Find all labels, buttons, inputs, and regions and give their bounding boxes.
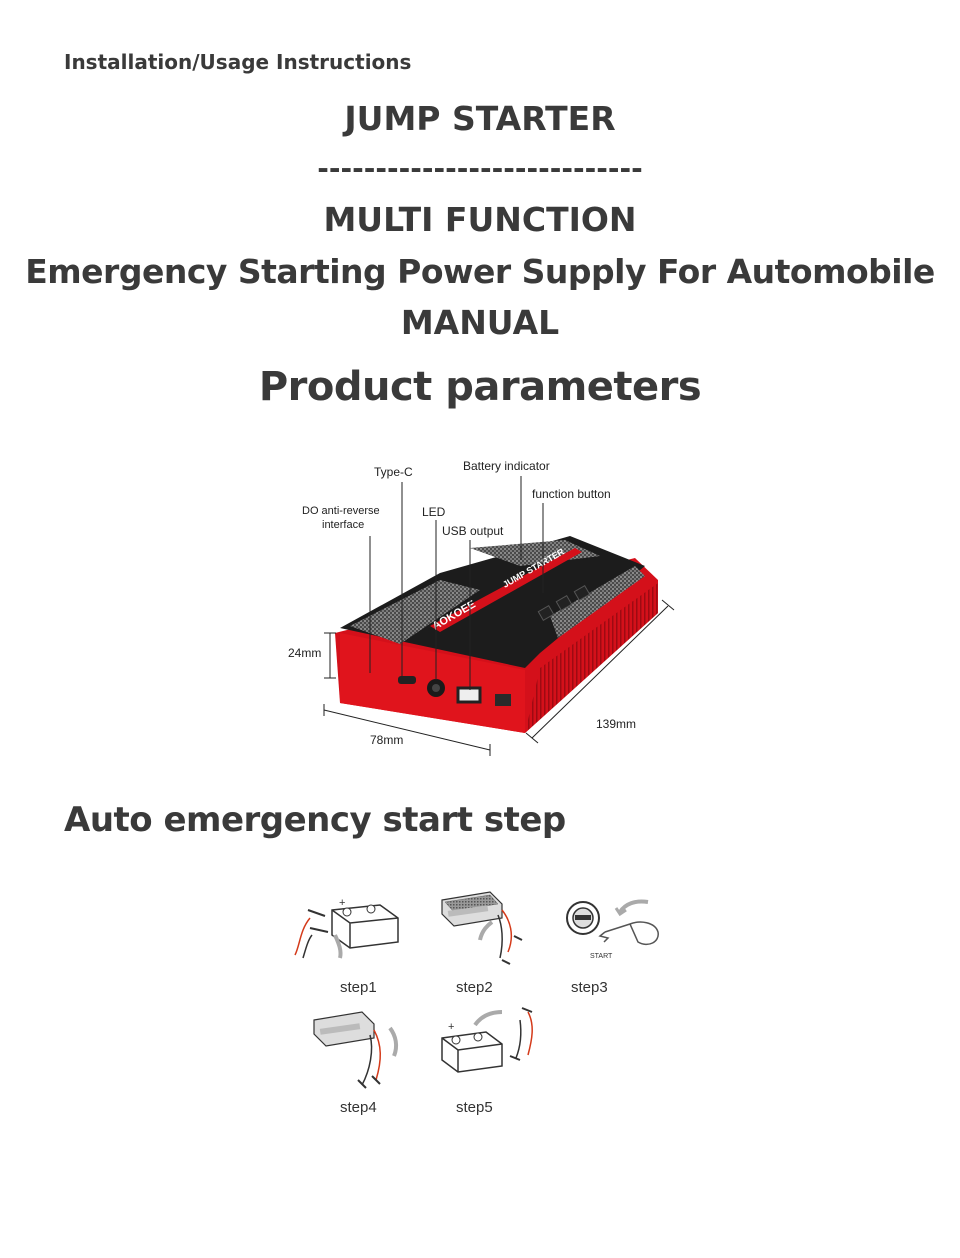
leader-lines xyxy=(323,476,675,756)
step4-label: step4 xyxy=(340,1099,377,1116)
step3-label: step3 xyxy=(571,979,608,996)
label-battery-indicator: Battery indicator xyxy=(463,459,550,473)
title-manual: MANUAL xyxy=(400,303,560,342)
product-diagram: AOKOEE JUMP STARTER Type-C Battery indic… xyxy=(288,459,675,756)
step5-illustration: + xyxy=(441,1007,533,1073)
step1-illustration: + xyxy=(294,897,399,959)
step5-label: step5 xyxy=(456,1099,493,1116)
svg-text:+: + xyxy=(448,1021,454,1033)
title-jump-starter: JUMP STARTER xyxy=(344,99,616,138)
step3-start-label: START xyxy=(590,953,613,960)
start-steps-heading: Auto emergency start step xyxy=(64,800,566,840)
title-divider: ---------------------------- xyxy=(317,152,643,185)
step4-illustration xyxy=(313,1011,399,1089)
step2-label: step2 xyxy=(456,979,493,996)
label-do-line2: interface xyxy=(322,519,364,531)
label-do-line1: DO anti-reverse xyxy=(302,505,380,517)
title-emergency: Emergency Starting Power Supply For Auto… xyxy=(25,252,935,291)
label-usb-output: USB output xyxy=(442,524,504,538)
step3-illustration: START xyxy=(566,899,659,960)
jump-starter-device: AOKOEE JUMP STARTER xyxy=(335,536,658,733)
header-label: Installation/Usage Instructions xyxy=(64,50,412,74)
label-function-button: function button xyxy=(532,487,611,501)
label-height: 24mm xyxy=(288,646,321,660)
step2-illustration xyxy=(441,891,523,965)
title-multi-function: MULTI FUNCTION xyxy=(323,200,637,239)
label-type-c: Type-C xyxy=(374,465,413,479)
start-steps-diagram: + step1 step2 START step3 step4 xyxy=(294,891,659,1116)
product-parameters-heading: Product parameters xyxy=(258,364,702,410)
step1-label: step1 xyxy=(340,979,377,996)
label-length: 139mm xyxy=(596,717,636,731)
svg-text:+: + xyxy=(339,897,345,909)
label-led: LED xyxy=(422,505,446,519)
label-width: 78mm xyxy=(370,733,403,747)
